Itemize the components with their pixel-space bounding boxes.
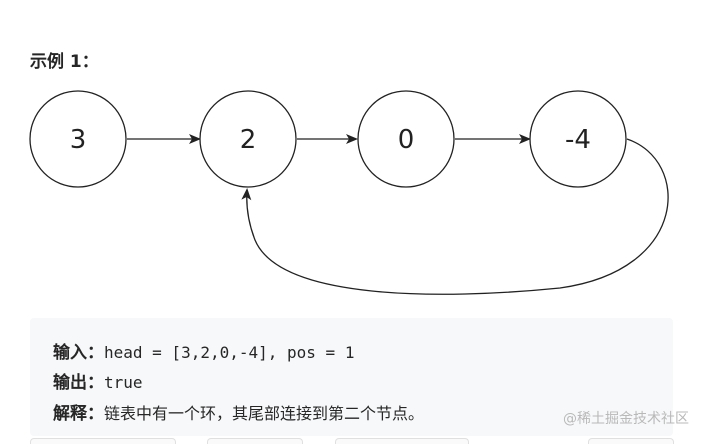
explanation-value: 链表中有一个环，其尾部连接到第二个节点。 <box>104 404 425 423</box>
linked-list-diagram: 3 2 0 -4 <box>29 90 669 295</box>
node-value: 3 <box>70 125 87 155</box>
node-value: -4 <box>565 125 591 155</box>
watermark: @稀土掘金技术社区 <box>563 411 689 427</box>
bottom-tab[interactable] <box>30 438 176 444</box>
input-value: head = [3,2,0,-4], pos = 1 <box>104 343 355 362</box>
node-value: 2 <box>240 125 257 155</box>
list-node-3: -4 <box>529 90 627 188</box>
list-node-0: 3 <box>29 90 127 188</box>
list-node-1: 2 <box>199 90 297 188</box>
node-value: 0 <box>398 125 415 155</box>
output-line: 输出：true <box>53 368 143 393</box>
bottom-tab[interactable] <box>588 438 674 444</box>
bottom-tab[interactable] <box>207 438 303 444</box>
list-node-2: 0 <box>357 90 455 188</box>
input-label: 输入： <box>53 343 104 363</box>
bottom-tab[interactable] <box>335 438 469 444</box>
bottom-tab-strip <box>0 438 701 444</box>
input-line: 输入：head = [3,2,0,-4], pos = 1 <box>53 338 354 363</box>
explanation-label: 解释： <box>53 404 104 424</box>
example-title: 示例 1： <box>30 52 99 72</box>
output-label: 输出： <box>53 373 104 393</box>
edge-cycle-neg4-to-2 <box>241 138 669 295</box>
example-code-block: 输入：head = [3,2,0,-4], pos = 1 输出：true 解释… <box>30 318 673 436</box>
output-value: true <box>104 373 143 392</box>
explanation-line: 解释：链表中有一个环，其尾部连接到第二个节点。 <box>53 399 424 424</box>
